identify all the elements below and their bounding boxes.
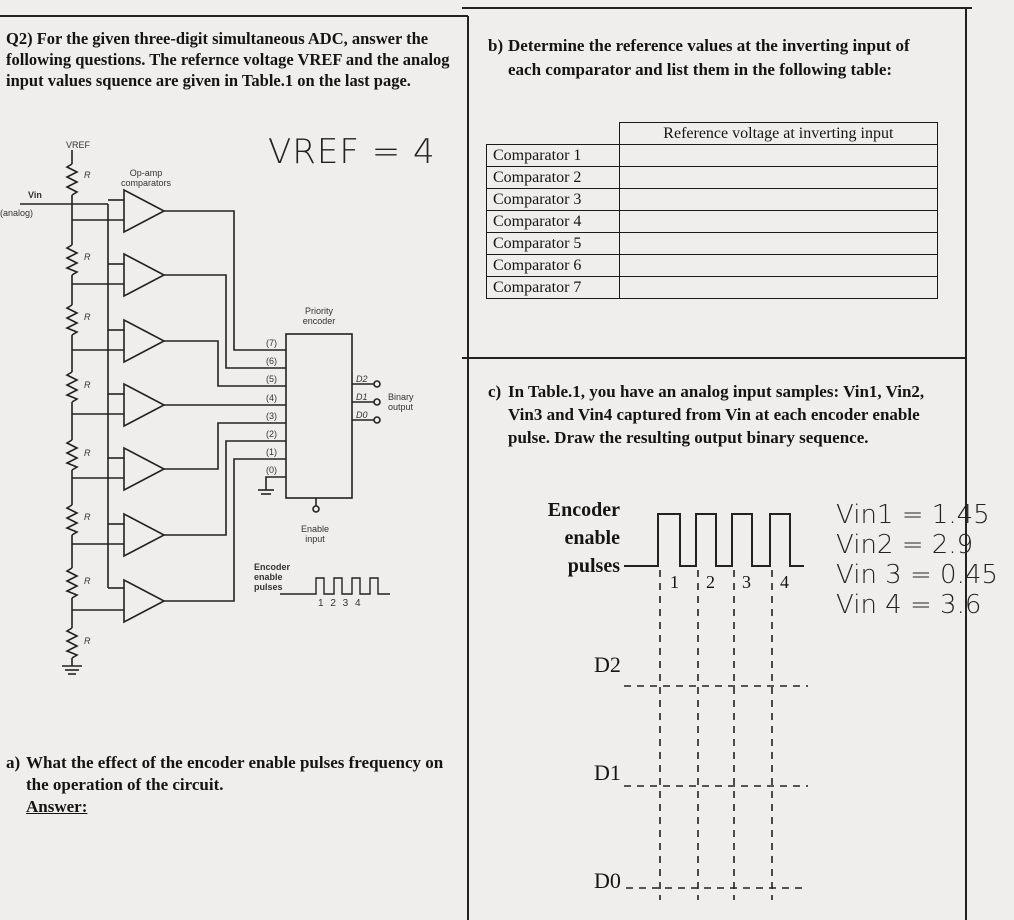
pulse-number-3: 3 xyxy=(742,572,751,592)
answer-cell[interactable] xyxy=(618,166,939,189)
empty-header-cell xyxy=(486,122,620,145)
handwritten-vin-values: Vin1 = 1.45 Vin2 = 2.9 Vin 3 = 0.45 Vin … xyxy=(836,500,998,620)
answer-cell[interactable] xyxy=(618,144,939,167)
comparator-cell: Comparator 7 xyxy=(486,276,620,299)
input-pin-5: (5) xyxy=(266,374,277,384)
pulse-number-1: 1 xyxy=(670,572,679,592)
answer-cell[interactable] xyxy=(618,188,939,211)
comparator-cell: Comparator 2 xyxy=(486,166,620,189)
heading-line: pulses xyxy=(567,555,620,577)
vin-4-value: Vin 4 = 3.6 xyxy=(836,590,982,620)
pulse-number-4: 4 xyxy=(780,572,789,592)
resistor-label: R xyxy=(84,252,91,262)
panel-borders xyxy=(0,7,972,920)
vin-1-value: Vin1 = 1.45 xyxy=(836,500,990,530)
answer-label: Answer: xyxy=(26,797,88,816)
encoder-enable-pulses-heading: Encoder enable pulses xyxy=(528,496,620,580)
resistor-label: R xyxy=(84,312,91,322)
table-row: Comparator 1 xyxy=(486,144,939,167)
input-pin-6: (6) xyxy=(266,356,277,366)
binary-output-label: Binary output xyxy=(388,392,414,412)
question-a-text: What the effect of the encoder enable pu… xyxy=(26,753,444,794)
reference-voltage-table: Reference voltage at inverting input Com… xyxy=(486,122,939,299)
output-d1-label: D1 xyxy=(356,392,368,402)
priority-encoder-label: Priority encoder xyxy=(302,306,336,326)
table-row: Comparator 3 xyxy=(486,188,939,211)
op-amp-comparators-label: Op-amp comparators xyxy=(120,168,172,188)
question-a-label: a) xyxy=(6,753,21,772)
heading-line: Encoder xyxy=(547,499,620,521)
comparator-cell: Comparator 6 xyxy=(486,254,620,277)
input-pin-4: (4) xyxy=(266,393,277,403)
column-header: Reference voltage at inverting input xyxy=(618,122,939,145)
table-row: Comparator 6 xyxy=(486,254,939,277)
comparator-cell: Comparator 3 xyxy=(486,188,620,211)
table-row: Comparator 7 xyxy=(486,276,939,299)
answer-cell[interactable] xyxy=(618,276,939,299)
resistor-ladder xyxy=(20,150,109,675)
analog-input-label: (analog) xyxy=(0,208,34,218)
table-header-row: Reference voltage at inverting input xyxy=(486,122,939,145)
resistor-label: R xyxy=(84,576,91,586)
question-c-label: c) xyxy=(488,382,502,401)
question-a: a) What the effect of the encoder enable… xyxy=(6,752,456,818)
heading-line: enable xyxy=(564,527,620,549)
small-enable-pulses xyxy=(280,577,390,595)
resistor-label: R xyxy=(84,512,91,522)
vref-label: VREF xyxy=(66,140,91,150)
resistor-label: R xyxy=(84,448,91,458)
priority-encoder xyxy=(285,333,381,513)
input-pin-3: (3) xyxy=(266,411,277,421)
d2-label: D2 xyxy=(594,652,621,677)
answer-cell[interactable] xyxy=(618,210,939,233)
question-c-text: In Table.1, you have an analog input sam… xyxy=(508,382,925,447)
d0-label: D0 xyxy=(594,868,621,893)
comparator-cell: Comparator 4 xyxy=(486,210,620,233)
vin-3-value: Vin 3 = 0.45 xyxy=(836,560,998,590)
vin-2-value: Vin2 = 2.9 xyxy=(836,530,974,560)
encoder-enable-pulses-label: Encoder enable pulses xyxy=(254,562,291,592)
small-pulse-numbers: 1 2 3 4 xyxy=(318,598,363,609)
answer-cell[interactable] xyxy=(618,254,939,277)
output-d0-label: D0 xyxy=(356,410,368,420)
output-d2-label: D2 xyxy=(356,374,368,384)
d1-label: D1 xyxy=(594,760,621,785)
question-b-label: b) xyxy=(488,36,504,55)
timing-guides xyxy=(624,570,808,900)
resistor-label: R xyxy=(84,636,91,646)
q2-text: Q2) For the given three-digit simultaneo… xyxy=(6,29,450,90)
table-row: Comparator 2 xyxy=(486,166,939,189)
question-b-text: Determine the reference values at the in… xyxy=(508,36,910,79)
input-pin-2: (2) xyxy=(266,429,277,439)
enable-input-label: Enable input xyxy=(300,524,330,544)
handwritten-vref: VREF = 4 xyxy=(268,132,436,172)
input-pin-7: (7) xyxy=(266,338,277,348)
table-row: Comparator 5 xyxy=(486,232,939,255)
question-q2: Q2) For the given three-digit simultaneo… xyxy=(6,28,462,91)
vin-label: Vin xyxy=(28,190,42,200)
input-pin-1: (1) xyxy=(266,447,277,457)
resistor-label: R xyxy=(84,380,91,390)
comparator-cell: Comparator 5 xyxy=(486,232,620,255)
comparators xyxy=(72,188,286,624)
resistor-label: R xyxy=(84,170,91,180)
encoder-enable-pulses-waveform xyxy=(624,513,804,567)
comparator-cell: Comparator 1 xyxy=(486,144,620,167)
question-c: c) In Table.1, you have an analog input … xyxy=(488,380,946,449)
answer-cell[interactable] xyxy=(618,232,939,255)
pulse-number-2: 2 xyxy=(706,572,715,592)
input-pin-0: (0) xyxy=(266,465,277,475)
question-b: b) Determine the reference values at the… xyxy=(488,34,936,82)
table-row: Comparator 4 xyxy=(486,210,939,233)
